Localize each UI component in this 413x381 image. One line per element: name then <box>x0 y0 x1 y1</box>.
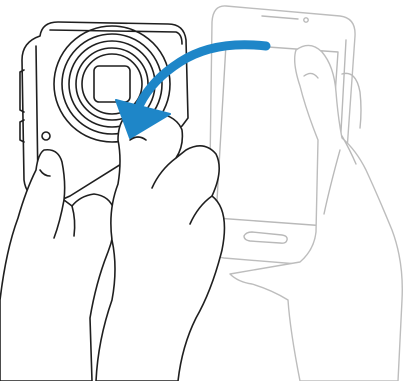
left-hand <box>0 150 114 381</box>
